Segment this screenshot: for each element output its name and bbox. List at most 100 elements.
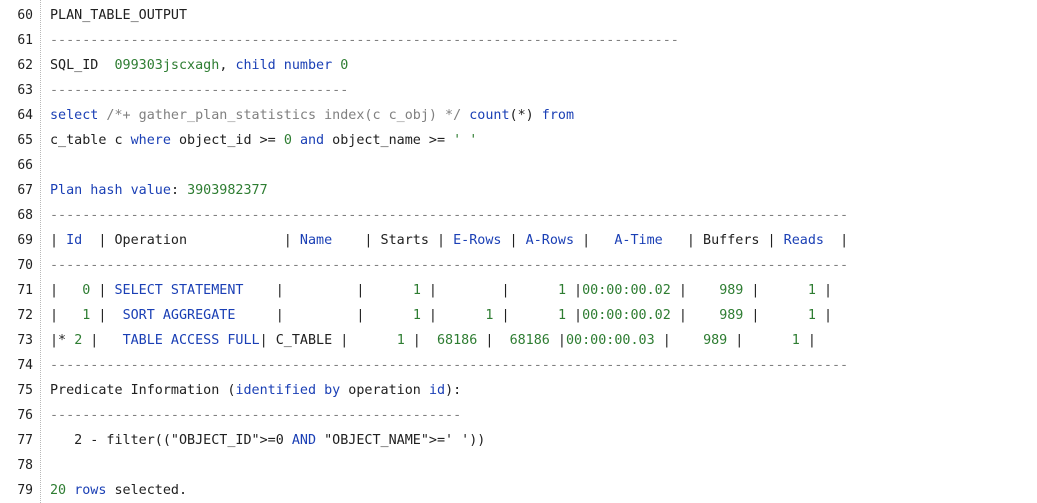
text-token: | [501, 233, 526, 248]
line-text: | 1 | SORT AGGREGATE | | 1 | 1 | 1 |00:0… [50, 307, 832, 324]
code-area[interactable]: 60 PLAN_TABLE_OUTPUT 61-------------------… [0, 3, 1037, 503]
code-line[interactable]: 78 [0, 453, 1037, 478]
keyword-token: E-Rows [453, 233, 502, 248]
literal-token: 2 [74, 333, 83, 348]
text-token: |* [50, 333, 75, 348]
code-line[interactable]: 72| 1 | SORT AGGREGATE | | 1 | 1 | 1 |00… [0, 303, 1037, 328]
text-token: : [170, 183, 188, 198]
line-text: Predicate Information (identified by ope… [50, 382, 461, 399]
line-number: 67 [17, 183, 33, 198]
keyword-token: rows [74, 483, 107, 498]
code-line[interactable]: 71| 0 | SELECT STATEMENT | | 1 | | 1 |00… [0, 278, 1037, 303]
code-line[interactable]: 60 PLAN_TABLE_OUTPUT [0, 3, 1037, 28]
keyword-token: Id [66, 233, 83, 248]
text-token: | Buffers | [662, 233, 784, 248]
text-token: 2 - filter(("OBJECT_ID">=0 [50, 433, 292, 448]
text-token: | [50, 283, 83, 298]
line-text: | 0 | SELECT STATEMENT | | 1 | | 1 |00:0… [50, 282, 832, 299]
separator-token: ----------------------------------------… [50, 358, 849, 373]
text-token: | [670, 283, 720, 298]
text-token [292, 133, 300, 148]
keyword-token: and [299, 133, 325, 148]
literal-token: 68186 [509, 333, 550, 348]
keyword-token: Reads [783, 233, 824, 248]
keyword-token: SELECT STATEMENT [114, 283, 244, 298]
keyword-token: A-Time [614, 233, 663, 248]
keyword-token: A-Rows [525, 233, 575, 248]
literal-token: 20 [50, 483, 67, 498]
line-text: c_table c where object_id >= 0 and objec… [50, 132, 477, 149]
keyword-token: from [541, 108, 575, 123]
code-line[interactable]: 70 --------------------------------------… [0, 253, 1037, 278]
text-token: | [420, 308, 486, 323]
text-token: , [219, 58, 236, 73]
text-token: ): [445, 383, 462, 398]
line-text: |* 2 | TABLE ACCESS FULL| C_TABLE | 1 | … [50, 332, 816, 349]
line-number: 70 [17, 258, 33, 273]
line-text: ----------------------------------------… [50, 257, 848, 274]
text-token: | [90, 283, 115, 298]
line-number: 63 [17, 83, 33, 98]
text-token: | [549, 333, 566, 348]
code-line[interactable]: 73|* 2 | TABLE ACCESS FULL| C_TABLE | 1 … [0, 328, 1037, 353]
text-token: | [50, 308, 83, 323]
literal-token: 1 [412, 283, 421, 298]
text-token: PLAN_TABLE_OUTPUT [50, 8, 188, 23]
literal-token: 0 [82, 283, 91, 298]
line-number: 76 [17, 408, 33, 423]
text-token: | Starts | [332, 233, 454, 248]
line-text: Plan hash value: 3903982377 [50, 182, 268, 199]
text-token [66, 483, 74, 498]
line-text: select /*+ gather_plan_statistics index(… [50, 107, 574, 124]
line-text: 2 - filter(("OBJECT_ID">=0 AND "OBJECT_N… [50, 432, 485, 449]
text-token: c_table c [50, 133, 131, 148]
separator-token: ----------------------------------------… [50, 208, 849, 223]
text-token: | [477, 333, 510, 348]
literal-token: 1 [791, 333, 800, 348]
code-line[interactable]: 62 SQL_ID 099303jscxagh, child number 0 [0, 53, 1037, 78]
code-line[interactable]: 61--------------------------------------… [0, 28, 1037, 53]
keyword-token: AND [291, 433, 317, 448]
line-number: 60 [17, 8, 33, 23]
line-text: SQL_ID 099303jscxagh, child number 0 [50, 57, 348, 74]
text-token: | [90, 308, 123, 323]
literal-token: 00:00:00.02 [582, 283, 671, 298]
literal-token: 00:00:00.02 [582, 308, 671, 323]
line-text: ----------------------------------------… [50, 32, 679, 49]
code-line[interactable]: 77 2 - filter(("OBJECT_ID">=0 AND "OBJEC… [0, 428, 1037, 453]
text-token: operation [340, 383, 429, 398]
keyword-token: count [469, 108, 510, 123]
text-token: | [574, 233, 615, 248]
line-text: | Id | Operation | Name | Starts | E-Row… [50, 232, 848, 249]
code-line[interactable]: 69| Id | Operation | Name | Starts | E-R… [0, 228, 1037, 253]
line-number: 62 [17, 58, 33, 73]
text-token: | [493, 308, 558, 323]
literal-token: 1 [412, 308, 421, 323]
literal-token: 1 [557, 308, 566, 323]
code-line[interactable]: 68--------------------------------------… [0, 203, 1037, 228]
text-token: (*) [509, 108, 542, 123]
code-line[interactable]: 74--------------------------------------… [0, 353, 1037, 378]
keyword-token: TABLE ACCESS FULL [122, 333, 260, 348]
literal-token: 0 [340, 58, 349, 73]
code-line[interactable]: 76--------------------------------------… [0, 403, 1037, 428]
text-token: | C_TABLE | [259, 333, 397, 348]
text-token: | | [420, 283, 558, 298]
keyword-token: where [130, 133, 171, 148]
keyword-token: SORT AGGREGATE [122, 308, 236, 323]
line-number: 78 [17, 458, 33, 473]
text-token: | [50, 233, 67, 248]
code-line[interactable]: 63------------------------------------- [0, 78, 1037, 103]
line-number-gutter [0, 0, 41, 503]
text-token: | [670, 308, 720, 323]
text-token: | Operation | [82, 233, 300, 248]
literal-token: 1 [807, 308, 816, 323]
code-line[interactable]: 67 Plan hash value: 3903982377 [0, 178, 1037, 203]
code-line[interactable]: 66 [0, 153, 1037, 178]
keyword-token: identified by [235, 383, 341, 398]
